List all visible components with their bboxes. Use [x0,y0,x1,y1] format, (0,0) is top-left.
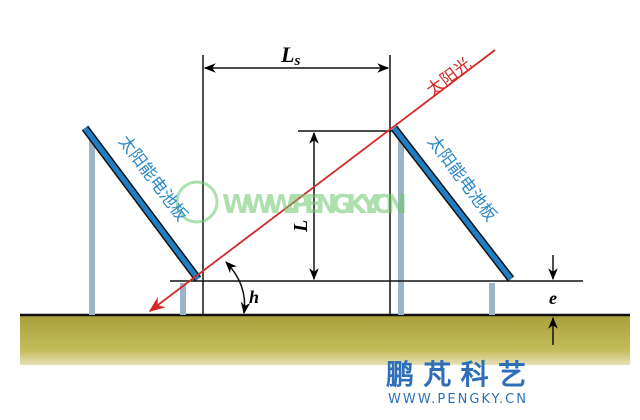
brand-url: WWW.PENGKY.CN [388,392,526,407]
ls-label: Ls [280,42,300,69]
watermark-text: WWW.PENGKY.CN [222,190,407,220]
post [180,283,186,315]
post [489,283,495,315]
post [89,140,95,315]
solar-panel-right-face [392,126,513,281]
sunlight-label: 太阳光 [423,54,476,101]
ground [20,315,630,365]
h-angle-arc [225,261,251,315]
watermark-logo-icon [175,180,219,224]
post [398,138,404,315]
h-label: h [249,287,259,307]
e-label: e [549,288,557,308]
solar-panel-left-face [82,126,201,281]
sun-ray [148,49,496,312]
watermark: WWW.PENGKY.CN [175,180,407,224]
l-label: L [290,220,312,233]
support-posts [89,138,495,315]
